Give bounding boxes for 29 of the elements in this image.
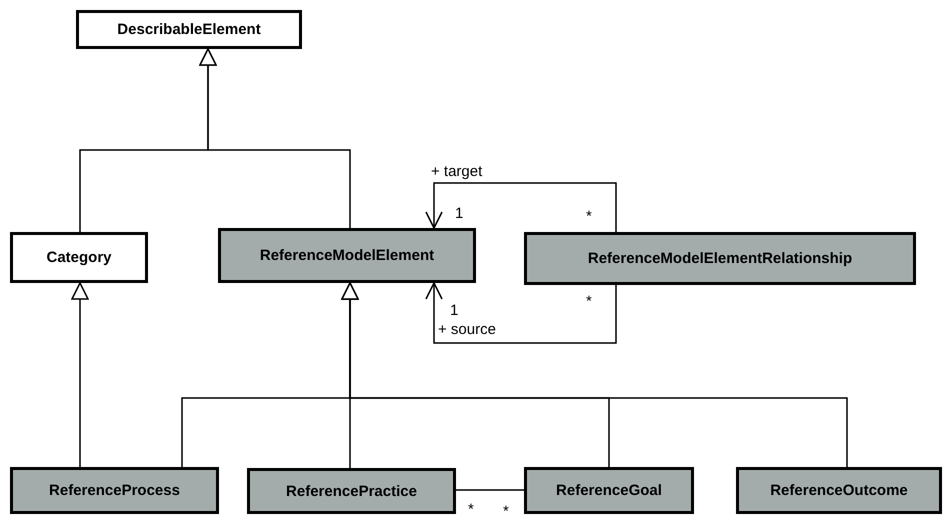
class-box — [247, 468, 456, 514]
class-name: ReferenceProcess — [49, 482, 180, 499]
multiplicity-label: * — [586, 209, 592, 225]
generalization-arrow — [71, 282, 89, 467]
class-name: ReferenceModelElement — [260, 247, 434, 264]
generalization-arrow — [199, 48, 351, 228]
association-arrow — [425, 282, 617, 344]
multiplicity-label: * — [468, 502, 474, 516]
class-box — [524, 467, 694, 514]
class-box — [736, 467, 942, 514]
class-name: ReferenceModelElementRelationship — [588, 250, 852, 267]
class-box — [10, 467, 219, 514]
multiplicity-label: 1 — [455, 206, 464, 222]
class-box — [218, 228, 476, 283]
class-box — [10, 232, 148, 283]
class-box — [524, 232, 916, 285]
association-arrow — [425, 182, 617, 232]
multiplicity-label: 1 — [450, 303, 458, 319]
multiplicity-label: * — [503, 504, 509, 516]
role-label: + target — [430, 164, 484, 180]
class-name: DescribableElement — [117, 21, 261, 38]
generalization-arrow — [341, 282, 848, 467]
class-name: ReferencePractice — [286, 482, 417, 500]
class-name: ReferenceOutcome — [770, 482, 908, 499]
association-line — [456, 489, 524, 491]
class-name: ReferenceGoal — [556, 482, 662, 499]
multiplicity-label: * — [586, 294, 592, 310]
class-name: Category — [46, 249, 112, 266]
class-box — [76, 10, 302, 49]
